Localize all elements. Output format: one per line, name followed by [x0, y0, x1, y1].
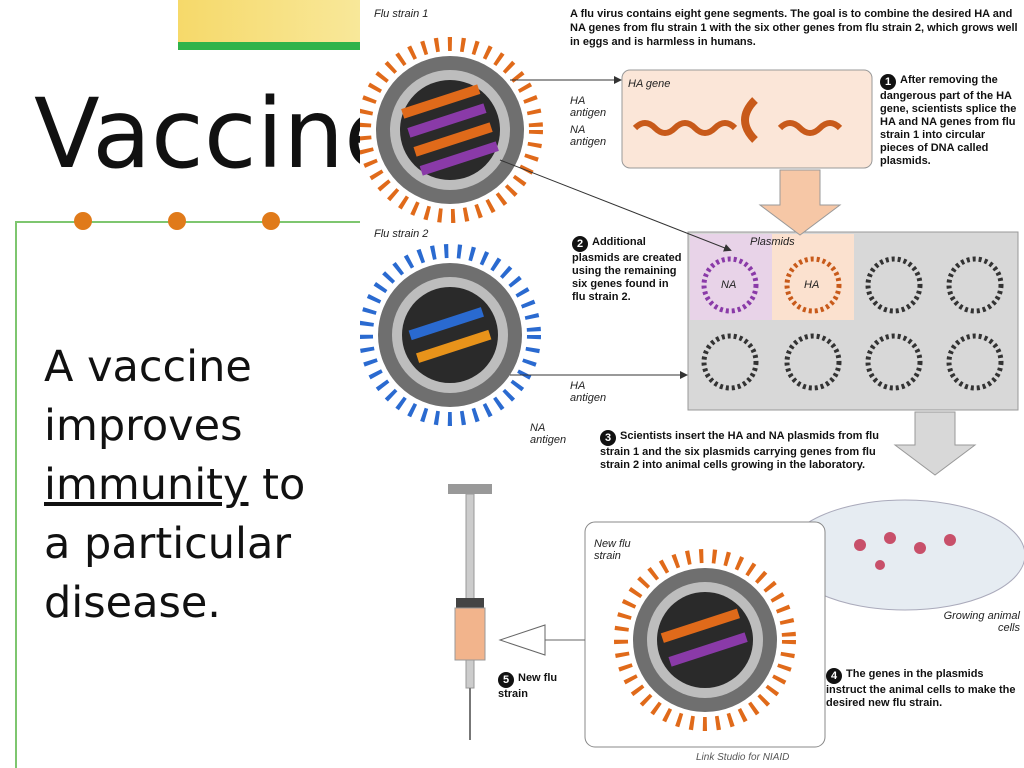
ha-antigen-label-2: HA antigen	[570, 380, 607, 404]
step-1-badge: 1	[880, 74, 896, 90]
growing-cells-label: Growing animal cells	[943, 610, 1020, 634]
slide-body: A vaccine improves immunity to a particu…	[44, 338, 344, 633]
ha-gene-label: HA gene	[628, 78, 671, 90]
step-4-text: The genes in the plasmids instruct the a…	[826, 668, 1016, 709]
step-2-badge: 2	[572, 236, 588, 252]
immunity-link[interactable]: immunity	[44, 460, 249, 510]
title-divider	[15, 221, 360, 223]
step-3-text: Scientists insert the HA and NA plasmids…	[600, 430, 879, 471]
content-border	[15, 221, 17, 768]
body-text-1: A vaccine improves	[44, 342, 252, 451]
step-5-text: New flu strain	[498, 672, 558, 700]
plasmid-ha-label: HA	[804, 279, 820, 291]
step-4-badge: 4	[826, 668, 842, 684]
image-credit: Link Studio for NIAID	[696, 752, 790, 763]
na-antigen-label-2: NA antigen	[530, 422, 567, 446]
flu-strain-1-virus	[360, 37, 543, 223]
new-flu-strain-label: New flu strain	[594, 538, 631, 562]
step-5-badge: 5	[498, 672, 514, 688]
step-3-badge: 3	[600, 430, 616, 446]
divider-dot	[168, 212, 186, 230]
divider-dot	[74, 212, 92, 230]
ha-antigen-label-1: HA antigen	[570, 95, 607, 119]
na-antigen-label-1: NA antigen	[570, 124, 607, 148]
diagram-graphics	[360, 37, 1024, 748]
plasmid-na-label: NA	[721, 279, 737, 291]
vaccine-diagram: Flu strain 1 A flu virus contains eight …	[360, 0, 1024, 768]
body-text-2: to a particular disease.	[44, 460, 306, 628]
step-2-text: Additional plasmids are created using th…	[572, 236, 682, 303]
plasmids-label: Plasmids	[750, 236, 795, 248]
flu-strain-2-label: Flu strain 2	[374, 228, 429, 240]
header-green-stripe	[178, 42, 363, 50]
header-decoration	[178, 0, 363, 50]
flu-strain-1-label: Flu strain 1	[374, 8, 429, 20]
diagram-intro: A flu virus contains eight gene segments…	[570, 8, 1018, 48]
flu-strain-2-virus	[360, 244, 541, 426]
syringe	[448, 484, 492, 740]
step-1-text: After removing the dangerous part of the…	[880, 74, 1017, 167]
slide-title: Vaccine	[34, 78, 404, 190]
divider-dot	[262, 212, 280, 230]
